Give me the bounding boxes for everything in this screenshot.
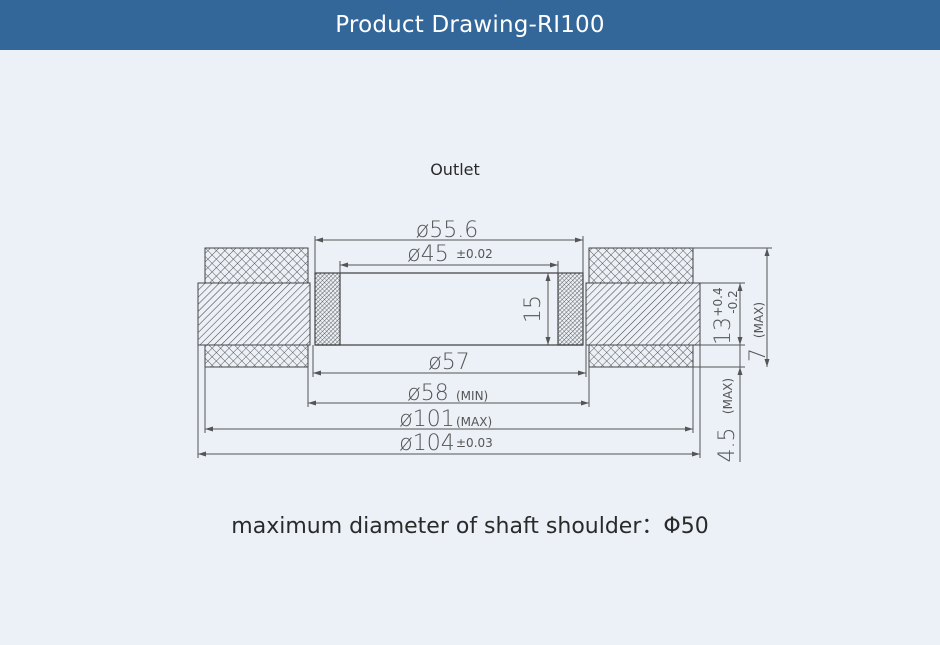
dim-45: ø45 [407, 242, 448, 267]
dim-58: ø58 [407, 381, 448, 406]
shaft-shoulder-caption: maximum diameter of shaft shoulder：Φ50 [231, 514, 709, 539]
header-bar: Product Drawing-RI100 [0, 0, 940, 50]
dim-58-tol: (MIN) [456, 389, 488, 403]
view-label: Outlet [430, 160, 480, 179]
dim-13-tol-upper: +0.4 [711, 287, 725, 316]
right-bottom-rubber [588, 344, 694, 368]
dim-104: ø104 [399, 431, 454, 456]
left-body [197, 282, 311, 346]
left-bottom-rubber [204, 344, 309, 368]
page-title: Product Drawing-RI100 [335, 12, 605, 38]
left-top-rubber [204, 247, 309, 284]
dim-104-tol: ±0.03 [456, 436, 493, 450]
dim-101-tol: (MAX) [456, 415, 492, 429]
dim-55-6: ø55.6 [416, 218, 478, 243]
dim-7: 7 [746, 348, 771, 362]
dim-13-tol-lower: -0.2 [726, 290, 740, 313]
dim-4-5-tol: (MAX) [721, 378, 735, 414]
dim-15: 15 [521, 295, 546, 323]
dimension-lines [197, 236, 772, 462]
arrowheads [198, 237, 770, 457]
dim-13: 13 [711, 317, 736, 345]
left-inner-ring [314, 272, 341, 346]
dim-45-tol: ±0.02 [456, 247, 493, 261]
dim-4-5: 4.5 [715, 428, 740, 463]
right-top-rubber [588, 247, 694, 284]
dim-101: ø101 [399, 407, 454, 432]
right-inner-ring [557, 272, 584, 346]
dim-7-tol: (MAX) [752, 302, 766, 338]
dim-57: ø57 [428, 350, 469, 375]
right-body [585, 282, 701, 346]
